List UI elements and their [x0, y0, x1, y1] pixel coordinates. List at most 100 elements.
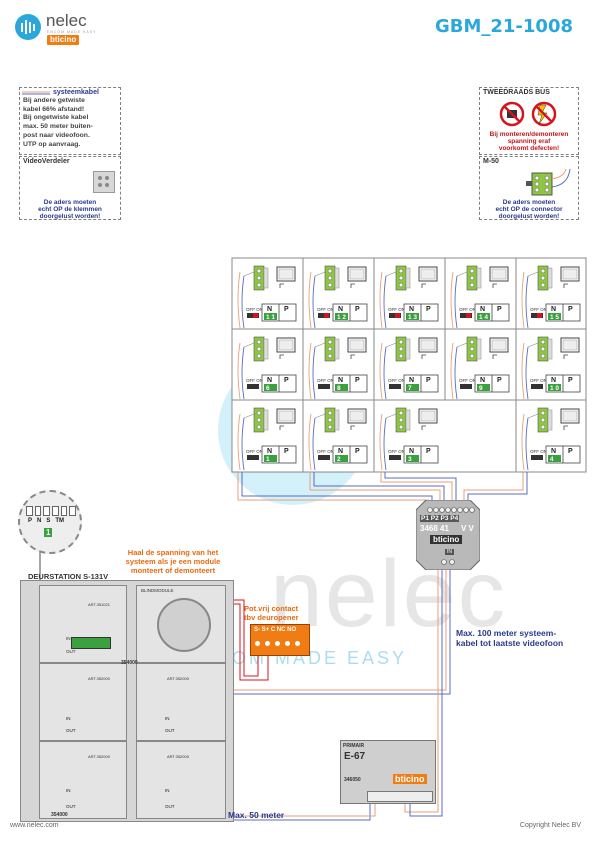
no-plug-icon: [499, 101, 525, 127]
connector-terminal: [469, 353, 475, 359]
connector-terminal: [327, 282, 333, 288]
handset-icon: [563, 283, 568, 288]
connector-terminal: [540, 410, 546, 416]
connector-label: [476, 267, 482, 289]
module-4: ART.352000 IN OUT: [39, 741, 127, 819]
no-power-icons: [499, 101, 557, 127]
footer-left[interactable]: www.nelec.com: [10, 822, 59, 829]
distributor-in: IN: [445, 549, 454, 555]
ref-354000-top: 354000: [121, 660, 138, 666]
unit-address: 1 4: [479, 314, 488, 321]
svg-text:P: P: [426, 448, 431, 455]
off-on-label: OFF ON: [530, 307, 547, 312]
off-on-label: OFF ON: [246, 449, 263, 454]
handset-icon: [279, 425, 284, 430]
connector-terminal: [256, 268, 262, 274]
connector-terminal: [540, 424, 546, 430]
off-on-label: OFF ON: [317, 449, 334, 454]
svg-text:P: P: [497, 377, 502, 384]
connector-terminal: [256, 346, 262, 352]
psu-model: E-67: [344, 751, 366, 762]
svg-text:N: N: [338, 377, 343, 384]
connector-terminal: [327, 353, 333, 359]
address-value: [335, 455, 348, 462]
connector-terminal: [256, 424, 262, 430]
svg-text:N: N: [267, 377, 272, 384]
dip-switch: [389, 384, 401, 389]
max50-note: Max. 50 meter: [228, 810, 285, 820]
handset-icon: [350, 354, 355, 359]
svg-text:P: P: [355, 377, 360, 384]
connector-label: [547, 338, 553, 360]
connector-label: [405, 267, 411, 289]
connector-terminal: [256, 339, 262, 345]
svg-text:P: P: [426, 377, 431, 384]
unit-address: 1: [266, 456, 270, 463]
svg-text:P: P: [426, 306, 431, 313]
connector-label: [334, 267, 340, 289]
connector-label: [547, 409, 553, 431]
legend-cable-title: systeemkabel: [53, 89, 99, 96]
legend-m50: M-50 De aders moeten echt OP de connecto…: [479, 156, 579, 220]
handset-icon: [421, 425, 426, 430]
brand-sub: bticino: [47, 35, 80, 45]
connector-label: [405, 409, 411, 431]
legend-m50-title: M-50: [483, 158, 499, 165]
blindmodule: BLINDMODULE: [136, 585, 226, 663]
legend-bus-note: Bij monteren/demonteren spanning eraf vo…: [489, 131, 569, 152]
connector-terminal: [398, 424, 404, 430]
connector-terminal: [256, 417, 262, 423]
connector-terminal: [540, 353, 546, 359]
doc-title: GBM_21-1008: [434, 16, 573, 37]
connector-terminal: [540, 417, 546, 423]
door-terminal-strip: [71, 637, 111, 649]
svg-text:N: N: [409, 306, 414, 313]
dip-switch: [318, 384, 330, 389]
legend-m50-note: De aders moeten echt OP de connector doo…: [495, 199, 563, 220]
module-5: ART.352000 IN OUT: [136, 741, 226, 819]
off-on-label: OFF ON: [459, 307, 476, 312]
cable-swatch: [22, 91, 50, 94]
contact-note: Pot.vrij contact tbv deuropener: [244, 604, 299, 622]
address-value: [548, 455, 561, 462]
distributor-mini-icon: [93, 171, 119, 193]
dip-switch: [247, 455, 259, 460]
connector-label: [334, 338, 340, 360]
handset-icon: [421, 283, 426, 288]
footer-right: Copyright Nelec BV: [519, 822, 581, 829]
connector-terminal: [398, 353, 404, 359]
blindmodule-disk: [157, 598, 211, 652]
svg-text:P: P: [355, 448, 360, 455]
off-on-label: OFF ON: [317, 307, 334, 312]
dip-switch-callout: P N S TM 1: [18, 490, 82, 554]
svg-text:P: P: [497, 306, 502, 313]
contact-terms: S- S+ C NC NO: [254, 627, 297, 633]
connector-terminal: [398, 410, 404, 416]
dip-switch: [531, 384, 543, 389]
svg-text:N: N: [551, 377, 556, 384]
svg-text:N: N: [480, 306, 485, 313]
connector-terminal: [398, 339, 404, 345]
svg-text:N: N: [551, 448, 556, 455]
unit-address: 1 5: [550, 314, 559, 321]
address-value: [264, 313, 277, 320]
legend-distributor-note: De aders moeten echt OP de klemmen doorg…: [38, 199, 102, 220]
off-on-label: OFF ON: [317, 378, 334, 383]
off-on-label: OFF ON: [530, 449, 547, 454]
connector-terminal: [398, 417, 404, 423]
module-art1: ART.351021: [88, 602, 110, 607]
handset-icon: [563, 354, 568, 359]
m50-connector-icon: [526, 169, 571, 196]
distributor-model: 3468 41: [420, 524, 449, 533]
legend-cable-lines: Bij andere getwiste kabel 66% afstand! B…: [23, 97, 93, 148]
svg-text:P: P: [568, 377, 573, 384]
psu-brand: bticino: [393, 774, 427, 784]
connector-label: [405, 338, 411, 360]
